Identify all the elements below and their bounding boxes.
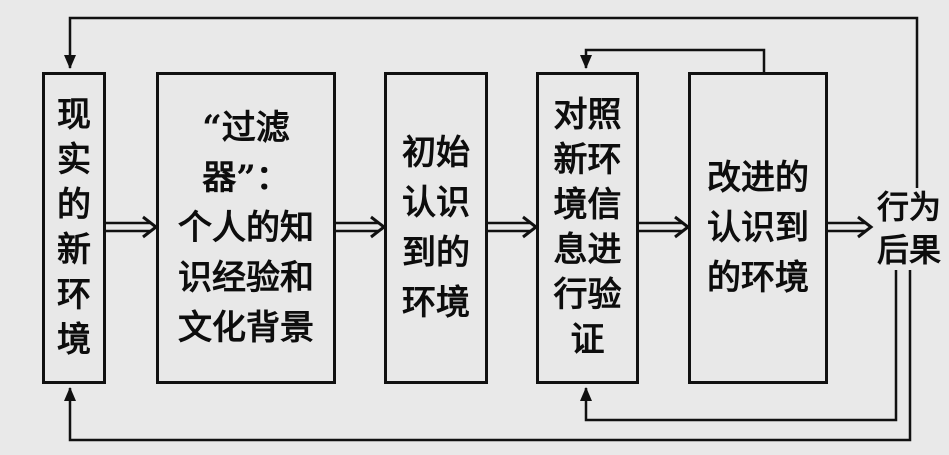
box-improved-perception: 改进的 认识到 的环境	[688, 72, 828, 384]
box-verification: 对照 新环 境信 息进 行验 证	[536, 72, 639, 384]
result-node: 行为 后果	[872, 186, 946, 272]
box-filter: “过滤器”： 个人的知 识经验和 文化背景	[156, 72, 336, 384]
arrow-verify-to-improved	[639, 215, 691, 239]
feedback-line-inner-bottom	[580, 270, 898, 422]
box-reality-environment: 现 实 的 新 环 境	[42, 72, 106, 384]
label-verification: 对照 新环 境信 息进 行验 证	[553, 95, 622, 360]
arrow-filter-to-initial	[336, 215, 387, 239]
feedback-line-inner-top	[580, 48, 766, 72]
box-initial-perception: 初始 认识 到的 环境	[384, 72, 488, 384]
arrow-improved-to-result	[828, 215, 874, 239]
label-reality-environment: 现 实 的 新 环 境	[57, 95, 91, 360]
label-filter: “过滤器”： 个人的知 识经验和 文化背景	[178, 108, 314, 348]
arrow-reality-to-filter	[106, 215, 159, 239]
feedback-line-bottom	[64, 270, 912, 442]
arrow-initial-to-verify	[488, 215, 539, 239]
label-improved-perception: 改进的 认识到 的环境	[707, 158, 809, 298]
feedback-line-top	[64, 16, 919, 188]
label-initial-perception: 初始 认识 到的 环境	[402, 133, 470, 323]
label-behavior-result: 行为 后果	[876, 188, 941, 269]
